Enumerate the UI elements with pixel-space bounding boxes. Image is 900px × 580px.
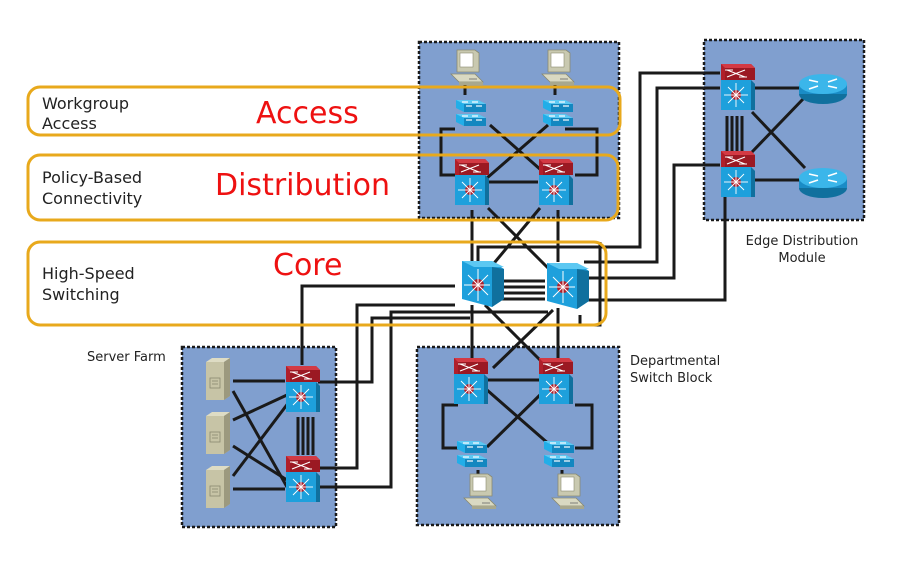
multilayer-switch-icon [720,150,756,198]
core-layer-outline [26,240,608,327]
departmental-label-line1: Departmental [630,354,720,369]
multilayer-switch-icon [538,158,574,206]
multilayer-switch-icon [538,357,574,405]
departmental-switch-block-module [415,345,621,527]
multilayer-switch-icon [285,455,321,503]
router-icon [798,167,848,199]
distribution-layer-outline [26,153,620,222]
core-switch-icon [461,260,505,308]
server-farm-label: Server Farm [87,350,166,365]
distribution-tier-label: Distribution [215,168,390,203]
multilayer-switch-icon [285,365,321,413]
server-icon [205,357,231,401]
multilayer-switch-icon [454,158,490,206]
multilayer-switch-icon [720,63,756,111]
access-layer-outline [26,85,622,137]
core-tier-label: Core [273,248,342,283]
core-layer-desc-line1: High-Speed [42,264,135,283]
router-icon [798,73,848,105]
server-icon [205,465,231,509]
core-switch-icon [546,262,590,310]
access-layer-desc-line2: Access [42,114,97,133]
access-tier-label: Access [256,96,359,131]
access-layer-desc-line1: Workgroup [42,94,129,113]
edge-distribution-label-line2: Module [778,251,825,266]
distribution-layer-desc-line1: Policy-Based [42,168,142,187]
departmental-label-line2: Switch Block [630,371,713,386]
edge-distribution-label-line1: Edge Distribution [746,234,859,249]
multilayer-switch-icon [453,357,489,405]
distribution-layer-desc-line2: Connectivity [42,189,142,208]
core-layer-desc-line2: Switching [42,285,120,304]
server-icon [205,411,231,455]
